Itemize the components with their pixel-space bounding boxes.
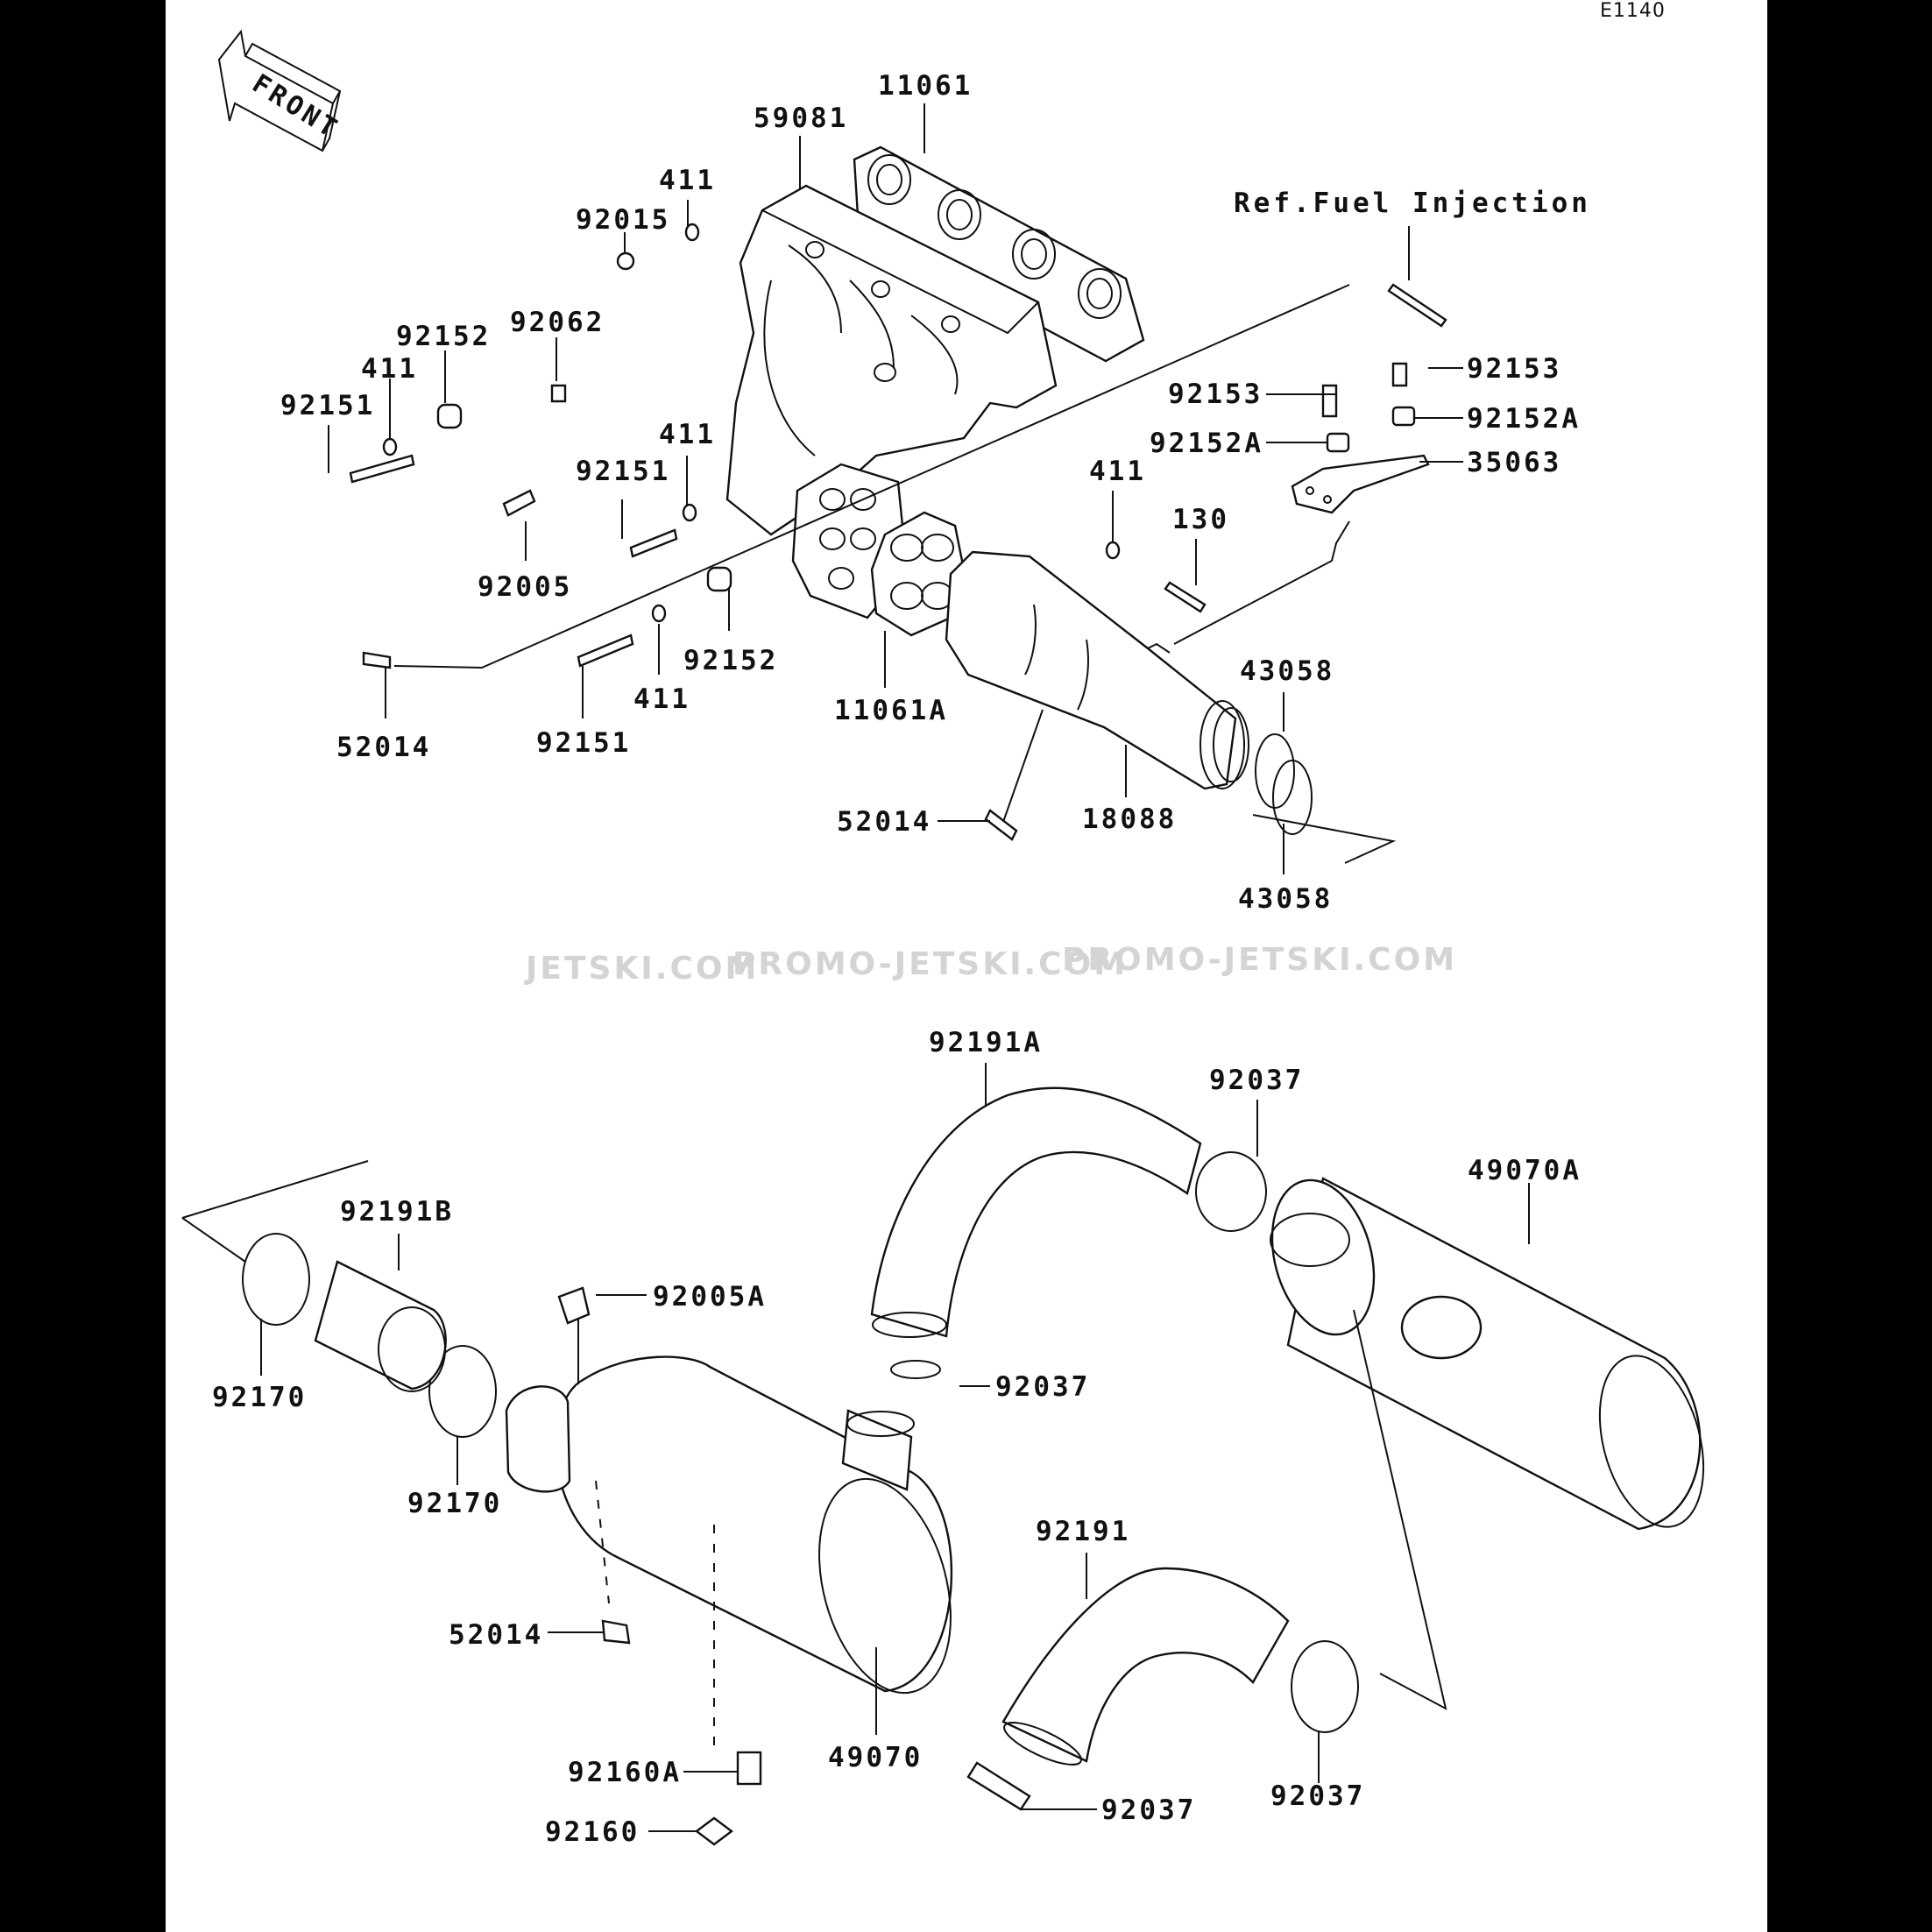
part-label: 92037	[995, 1371, 1091, 1403]
clamp-92037-b	[890, 1360, 941, 1379]
part-label: 43058	[1240, 655, 1335, 687]
clamp-92037-d	[1291, 1640, 1359, 1733]
clamp-92037-c	[966, 1761, 1031, 1811]
washer-411-c	[682, 503, 697, 522]
hose-92191B	[314, 1260, 447, 1392]
stud-92062	[550, 384, 567, 403]
part-label: 18088	[1082, 803, 1178, 835]
o-ring-43058-a	[1255, 733, 1295, 809]
part-label: 130	[1172, 504, 1229, 535]
part-label: 92153	[1467, 353, 1562, 385]
washer-411-d	[651, 604, 667, 623]
part-label: 92151	[536, 727, 632, 759]
part-label: 92153	[1168, 379, 1263, 410]
part-label: 92152A	[1150, 428, 1263, 459]
part-label: 49070A	[1468, 1155, 1582, 1186]
part-label: 92015	[576, 204, 671, 236]
part-label: 92152A	[1467, 403, 1581, 435]
washer-411-e	[1105, 541, 1121, 560]
part-label: 11061	[878, 70, 973, 102]
part-label: 92170	[212, 1382, 308, 1413]
leader-lines-top	[328, 103, 1463, 874]
part-label: 92037	[1209, 1065, 1305, 1096]
bolt-92151-c	[577, 633, 634, 668]
part-label: 35063	[1467, 447, 1562, 478]
part-label: 52014	[336, 732, 432, 763]
part-label: 411	[1089, 456, 1146, 487]
hose-92191A	[870, 1086, 1202, 1338]
part-label: 92160	[545, 1816, 640, 1848]
gasket-11061	[853, 145, 1145, 363]
watermark-2: PROMO-JETSKI.COM	[732, 946, 1129, 982]
part-label: 92191	[1036, 1516, 1131, 1547]
washer-411-a	[684, 223, 700, 242]
collar-92152A-b	[1391, 406, 1416, 427]
part-label: 52014	[449, 1619, 544, 1651]
part-label: 92151	[576, 456, 671, 487]
bolt-130	[1164, 581, 1207, 613]
bracket-35063	[1291, 454, 1430, 514]
front-arrow-icon	[217, 29, 342, 152]
muffler-49070	[505, 1286, 953, 1846]
fitting-52014-b	[984, 809, 1018, 841]
bolt-92153-b	[1391, 362, 1408, 387]
part-label: 411	[659, 419, 716, 450]
part-label: 92151	[280, 390, 376, 421]
leader-lines-bottom	[181, 1063, 1530, 1832]
bolt-92153-a	[1321, 384, 1338, 418]
watermark-3: PROMO-JETSKI.COM	[1062, 942, 1458, 978]
fuel-injection-line	[1387, 283, 1447, 328]
part-label: 92152	[683, 645, 779, 676]
collar-92152A-a	[1326, 432, 1350, 453]
collar-92152-a	[436, 403, 463, 429]
fitting-92005	[502, 489, 536, 517]
muffler-49070A	[1270, 1177, 1705, 1531]
diagram-code: E1140	[1600, 0, 1666, 22]
part-label: 92170	[407, 1488, 503, 1519]
bolt-92151-a	[349, 454, 415, 484]
exhaust-pipe-18088	[945, 550, 1249, 790]
part-label: 11061A	[834, 695, 948, 726]
reference-note: Ref.Fuel Injection	[1234, 188, 1591, 219]
hose-92191	[1001, 1567, 1290, 1766]
washer-411-b	[382, 437, 398, 456]
clamp-92170-a	[242, 1233, 310, 1326]
clamp-92170-b	[428, 1345, 497, 1438]
exhaust-manifold-59081	[725, 184, 1058, 536]
clamp-92037-a	[1195, 1151, 1267, 1232]
part-label: 59081	[754, 103, 849, 134]
part-label: 411	[361, 353, 418, 385]
part-label: 43058	[1238, 883, 1334, 915]
part-label: 92005	[478, 571, 573, 603]
part-label: 92037	[1101, 1794, 1197, 1826]
part-label: 411	[659, 165, 716, 196]
part-label: 92160A	[568, 1757, 682, 1788]
part-label: 92191B	[340, 1196, 454, 1228]
collar-92152-b	[706, 566, 732, 592]
part-label: 92062	[510, 307, 605, 338]
part-label: 411	[633, 683, 690, 715]
bolt-92151-b	[629, 528, 678, 558]
part-label: 92152	[396, 321, 492, 352]
fitting-52014-a	[362, 651, 392, 669]
part-label: 92037	[1270, 1780, 1366, 1812]
part-label: 92191A	[929, 1027, 1043, 1058]
part-label: 52014	[837, 806, 932, 838]
part-label: 49070	[828, 1742, 924, 1773]
o-ring-43058-b	[1272, 760, 1313, 835]
part-label: 92005A	[653, 1281, 767, 1313]
watermark-1: JETSKI.COM	[526, 951, 760, 987]
nut-92015	[616, 251, 635, 271]
